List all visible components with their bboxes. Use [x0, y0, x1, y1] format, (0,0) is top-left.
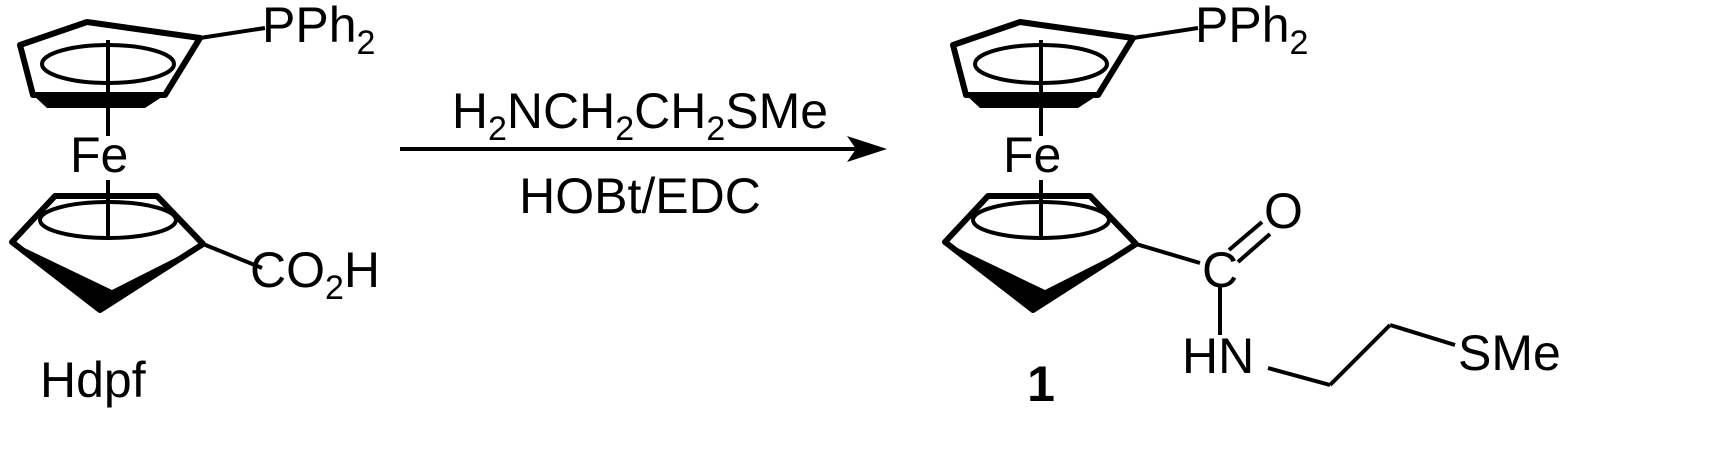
product-bottom-cp-ring [942, 193, 1139, 313]
reactant-p-bond [199, 26, 266, 40]
reagent-above-part: 2 [488, 110, 507, 148]
product-molecule: PPh2 Fe C O HN SMe 1 [942, 0, 1561, 412]
product-phosphine-label: PPh2 [1195, 0, 1308, 62]
carbonyl-double-bond-a [1227, 220, 1264, 252]
reactant-acid-bond [202, 242, 263, 270]
reactant-phosphine-label: PPh2 [262, 0, 375, 62]
reagent-above-part: H [452, 83, 488, 139]
reagent-above-part: 2 [706, 110, 725, 148]
product-carbonyl-oxygen-label: O [1264, 183, 1303, 239]
nitrogen-ch2-bond [1267, 366, 1331, 387]
reactant-molecule: PPh2 Fe CO2H Hdpf [9, 0, 380, 408]
product-carbonyl-carbon-label: C [1202, 242, 1238, 298]
product-nh-label: HN [1182, 328, 1254, 384]
product-compound-number: 1 [1027, 356, 1055, 412]
ch2-ch2-bond [1328, 323, 1392, 387]
reagent-above-part: SMe [725, 83, 828, 139]
product-sme-label: SMe [1458, 325, 1561, 381]
reactant-name: Hdpf [40, 352, 146, 408]
product-p-bond [1132, 26, 1199, 40]
reagent-below-label: HOBt/EDC [519, 168, 761, 224]
reaction-arrow-head [847, 136, 887, 162]
reagent-above-part: NCH [507, 83, 615, 139]
reagent-above-part: 2 [615, 110, 634, 148]
reactant-bottom-cp-ring [9, 193, 206, 313]
product-amide-bonds [1135, 220, 1456, 387]
reactant-iron-label: Fe [70, 127, 128, 183]
ch2-sulfur-bond [1389, 323, 1456, 347]
ring-carbonyl-bond [1135, 242, 1201, 265]
product-iron-label: Fe [1003, 127, 1061, 183]
reagent-above-part: CH [634, 83, 706, 139]
reaction-arrow-group: H2NCH2CH2SMe HOBt/EDC [400, 83, 887, 224]
carbonyl-double-bond-b [1236, 232, 1272, 264]
reactant-acid-label: CO2H [250, 242, 380, 307]
reagent-above-label: H2NCH2CH2SMe [452, 83, 828, 148]
